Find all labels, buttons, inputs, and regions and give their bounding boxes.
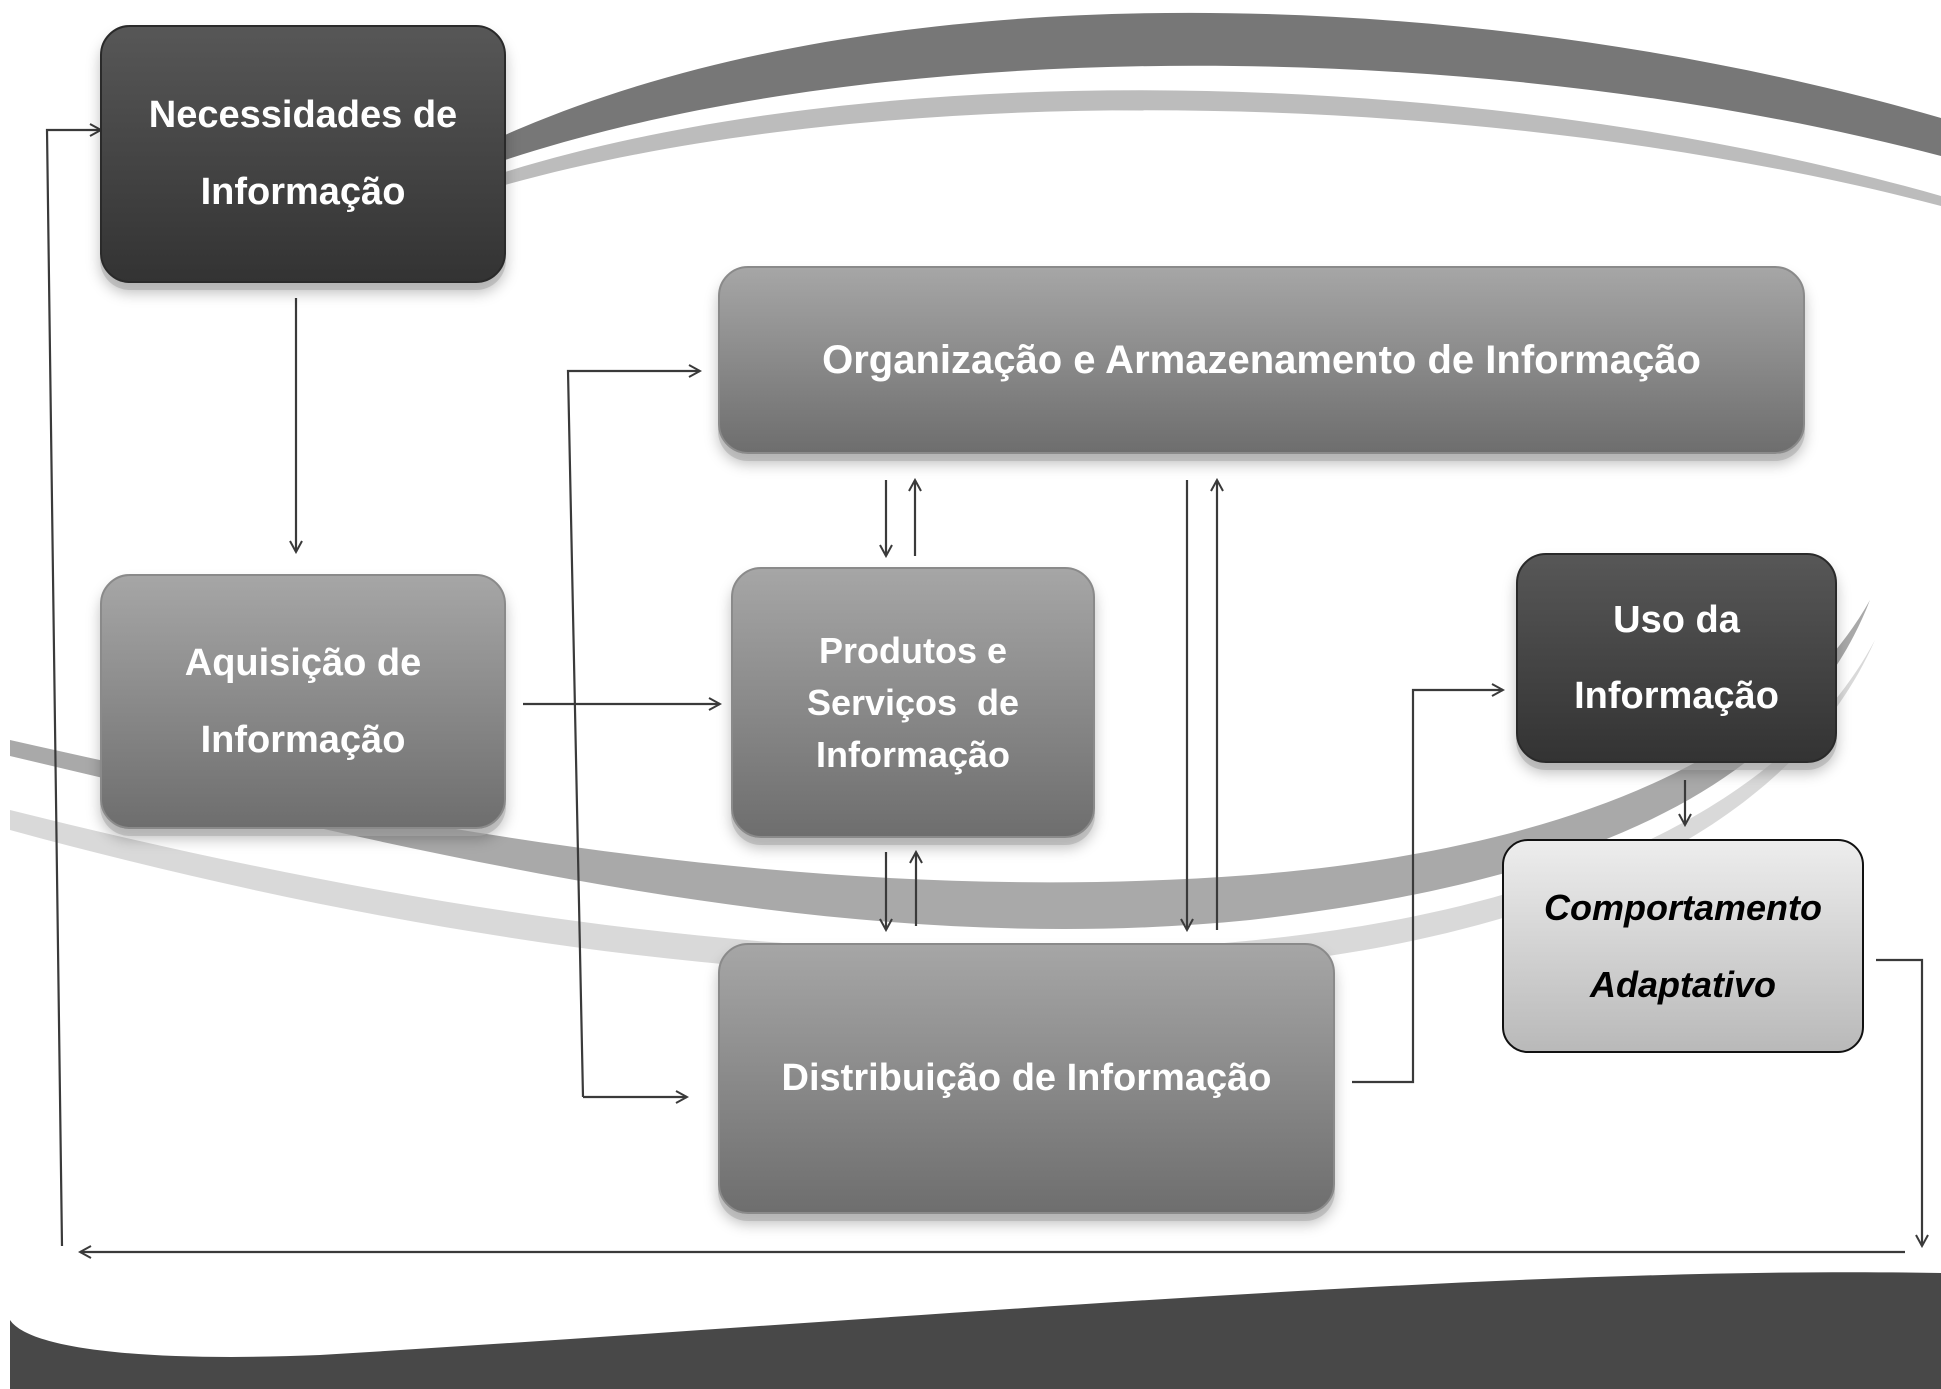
- arrow-to-organizacao: [566, 371, 700, 1098]
- node-label-line: Informação: [815, 733, 1011, 775]
- top-swoosh-light: [505, 90, 1941, 206]
- footer-band: [10, 1272, 1941, 1389]
- top-swoosh-dark: [505, 12, 1941, 160]
- node-organizacao-e-armazenamento: Organização e Armazenamento de Informaçã…: [718, 266, 1805, 454]
- arrow-feedback-left: [45, 130, 101, 1247]
- node-label-line: Distribuição de Informação: [781, 1057, 1272, 1099]
- node-label-line: Informação: [200, 171, 406, 213]
- node-distribuicao-de-informacao: Distribuição de Informação: [718, 943, 1335, 1214]
- arrow-distribuicao-to-uso: [1352, 690, 1503, 1084]
- node-aquisicao-de-informacao: Aquisição de Informação: [100, 574, 506, 829]
- node-label-line: Comportamento: [1544, 887, 1822, 928]
- node-label-line: Aquisição de: [184, 641, 422, 684]
- node-label-line: Adaptativo: [1589, 964, 1776, 1005]
- node-label-line: Uso da: [1613, 599, 1740, 641]
- node-label-line: Necessidades de: [148, 94, 458, 136]
- node-comportamento-adaptativo: Comportamento Adaptativo: [1502, 839, 1864, 1053]
- node-label-line: Serviços de: [806, 681, 1020, 723]
- middle-swoosh-mid: [10, 600, 1870, 930]
- arrow-comportamento-down: [1876, 958, 1922, 1246]
- node-uso-da-informacao: Uso da Informação: [1516, 553, 1837, 763]
- node-label-line: Informação: [1574, 675, 1779, 717]
- node-label-line: Informação: [200, 718, 406, 761]
- node-label-line: Produtos e: [818, 629, 1007, 671]
- node-label-line: Organização e Armazenamento de Informaçã…: [822, 337, 1701, 382]
- node-necessidades-de-informacao: Necessidades de Informação: [100, 25, 506, 283]
- node-produtos-e-servicos: Produtos e Serviços de Informação: [731, 567, 1095, 838]
